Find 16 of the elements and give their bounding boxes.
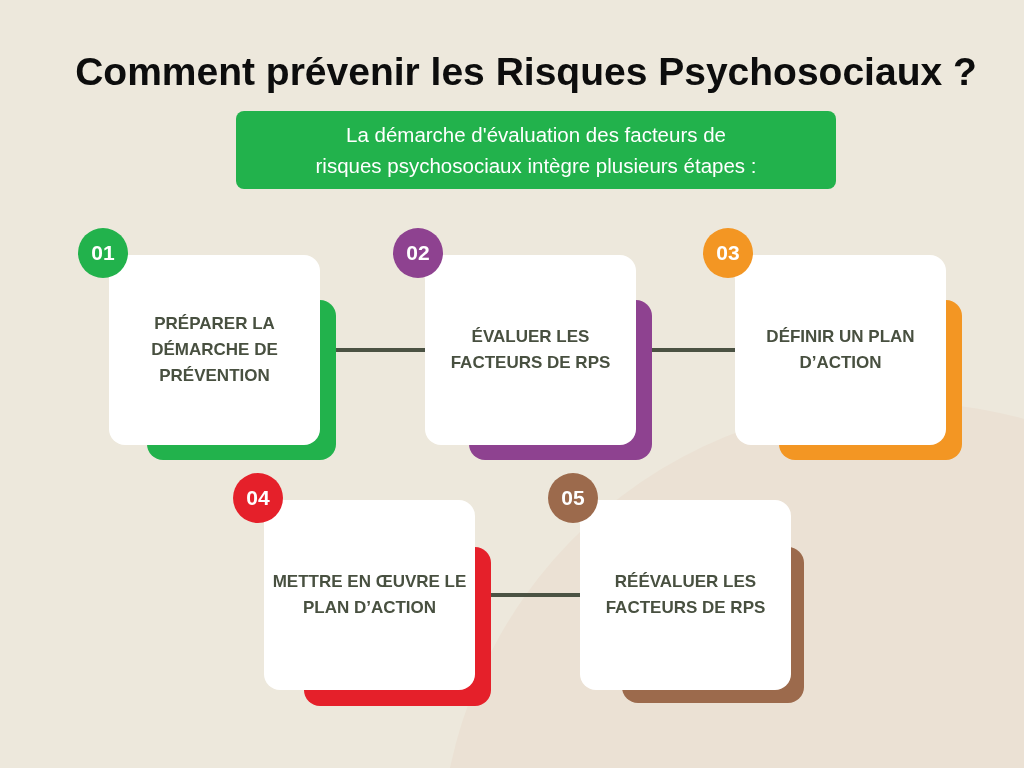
connector-line <box>652 348 735 352</box>
step-title: DÉFINIR UN PLAN D’ACTION <box>765 326 916 374</box>
step-title: METTRE EN ŒUVRE LE PLAN D’ACTION <box>272 571 467 619</box>
page-title: Comment prévenir les Risques Psychosociaux ? <box>74 49 978 95</box>
step-title: PRÉPARER LA DÉMARCHE DE PRÉVENTION <box>150 313 279 387</box>
step-number-badge: 03 <box>703 228 753 278</box>
intro-banner <box>236 111 836 189</box>
connector-line <box>491 593 580 597</box>
step-number-badge: 01 <box>78 228 128 278</box>
step-title: RÉÉVALUER LES FACTEURS DE RPS <box>604 571 767 619</box>
connector-line <box>336 348 425 352</box>
step-number-badge: 04 <box>233 473 283 523</box>
step-number-badge: 05 <box>548 473 598 523</box>
step-title: ÉVALUER LES FACTEURS DE RPS <box>449 326 612 374</box>
intro-text: La démarche d'évaluation des facteurs de risques psychosociaux intègre plusieurs étapes : <box>314 122 758 179</box>
step-number-badge: 02 <box>393 228 443 278</box>
